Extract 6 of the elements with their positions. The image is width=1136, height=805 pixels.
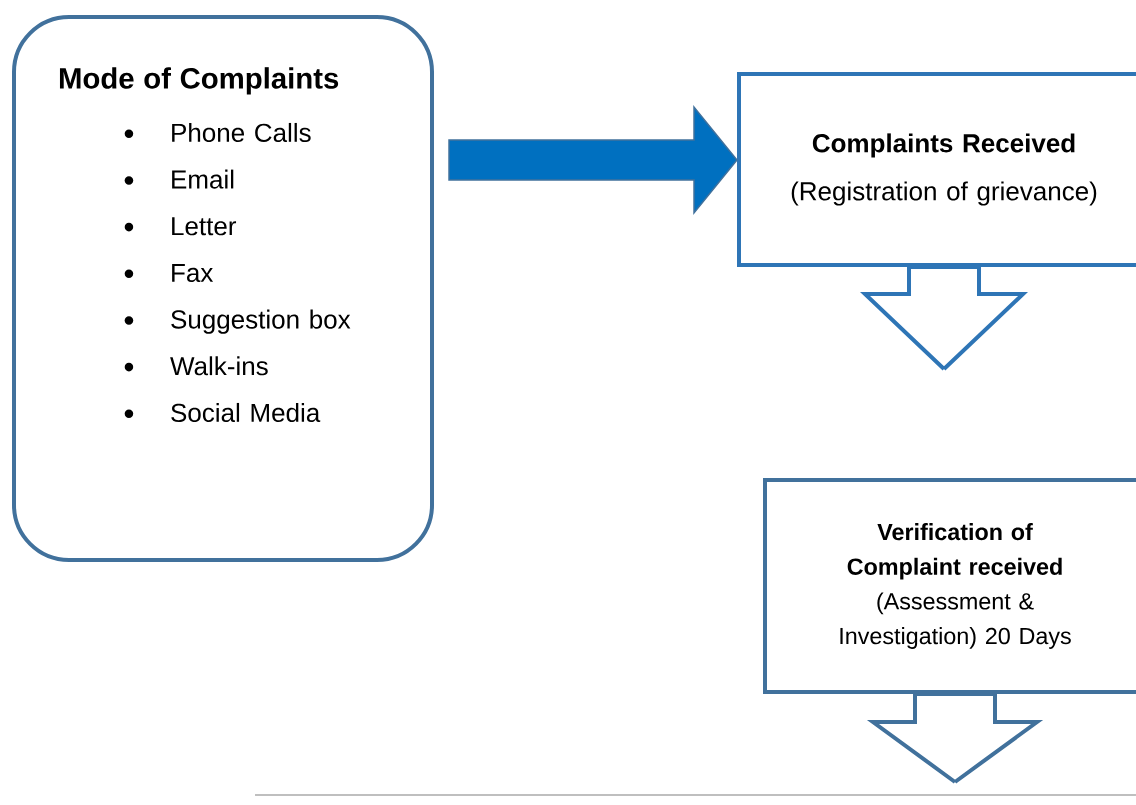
callout-box: Verification of Complaint received (Assessment & Investigation) 20 Days xyxy=(763,478,1136,694)
callout-box: Complaints Received (Registration of grievance) xyxy=(737,72,1136,267)
rounded-box: Mode of Complaints Phone Calls Email Letter Fax Suggestion box Walk-ins Social Media xyxy=(12,15,434,562)
down-arrow xyxy=(860,265,1029,372)
block-arrow xyxy=(448,104,738,216)
down-arrow xyxy=(866,692,1044,785)
